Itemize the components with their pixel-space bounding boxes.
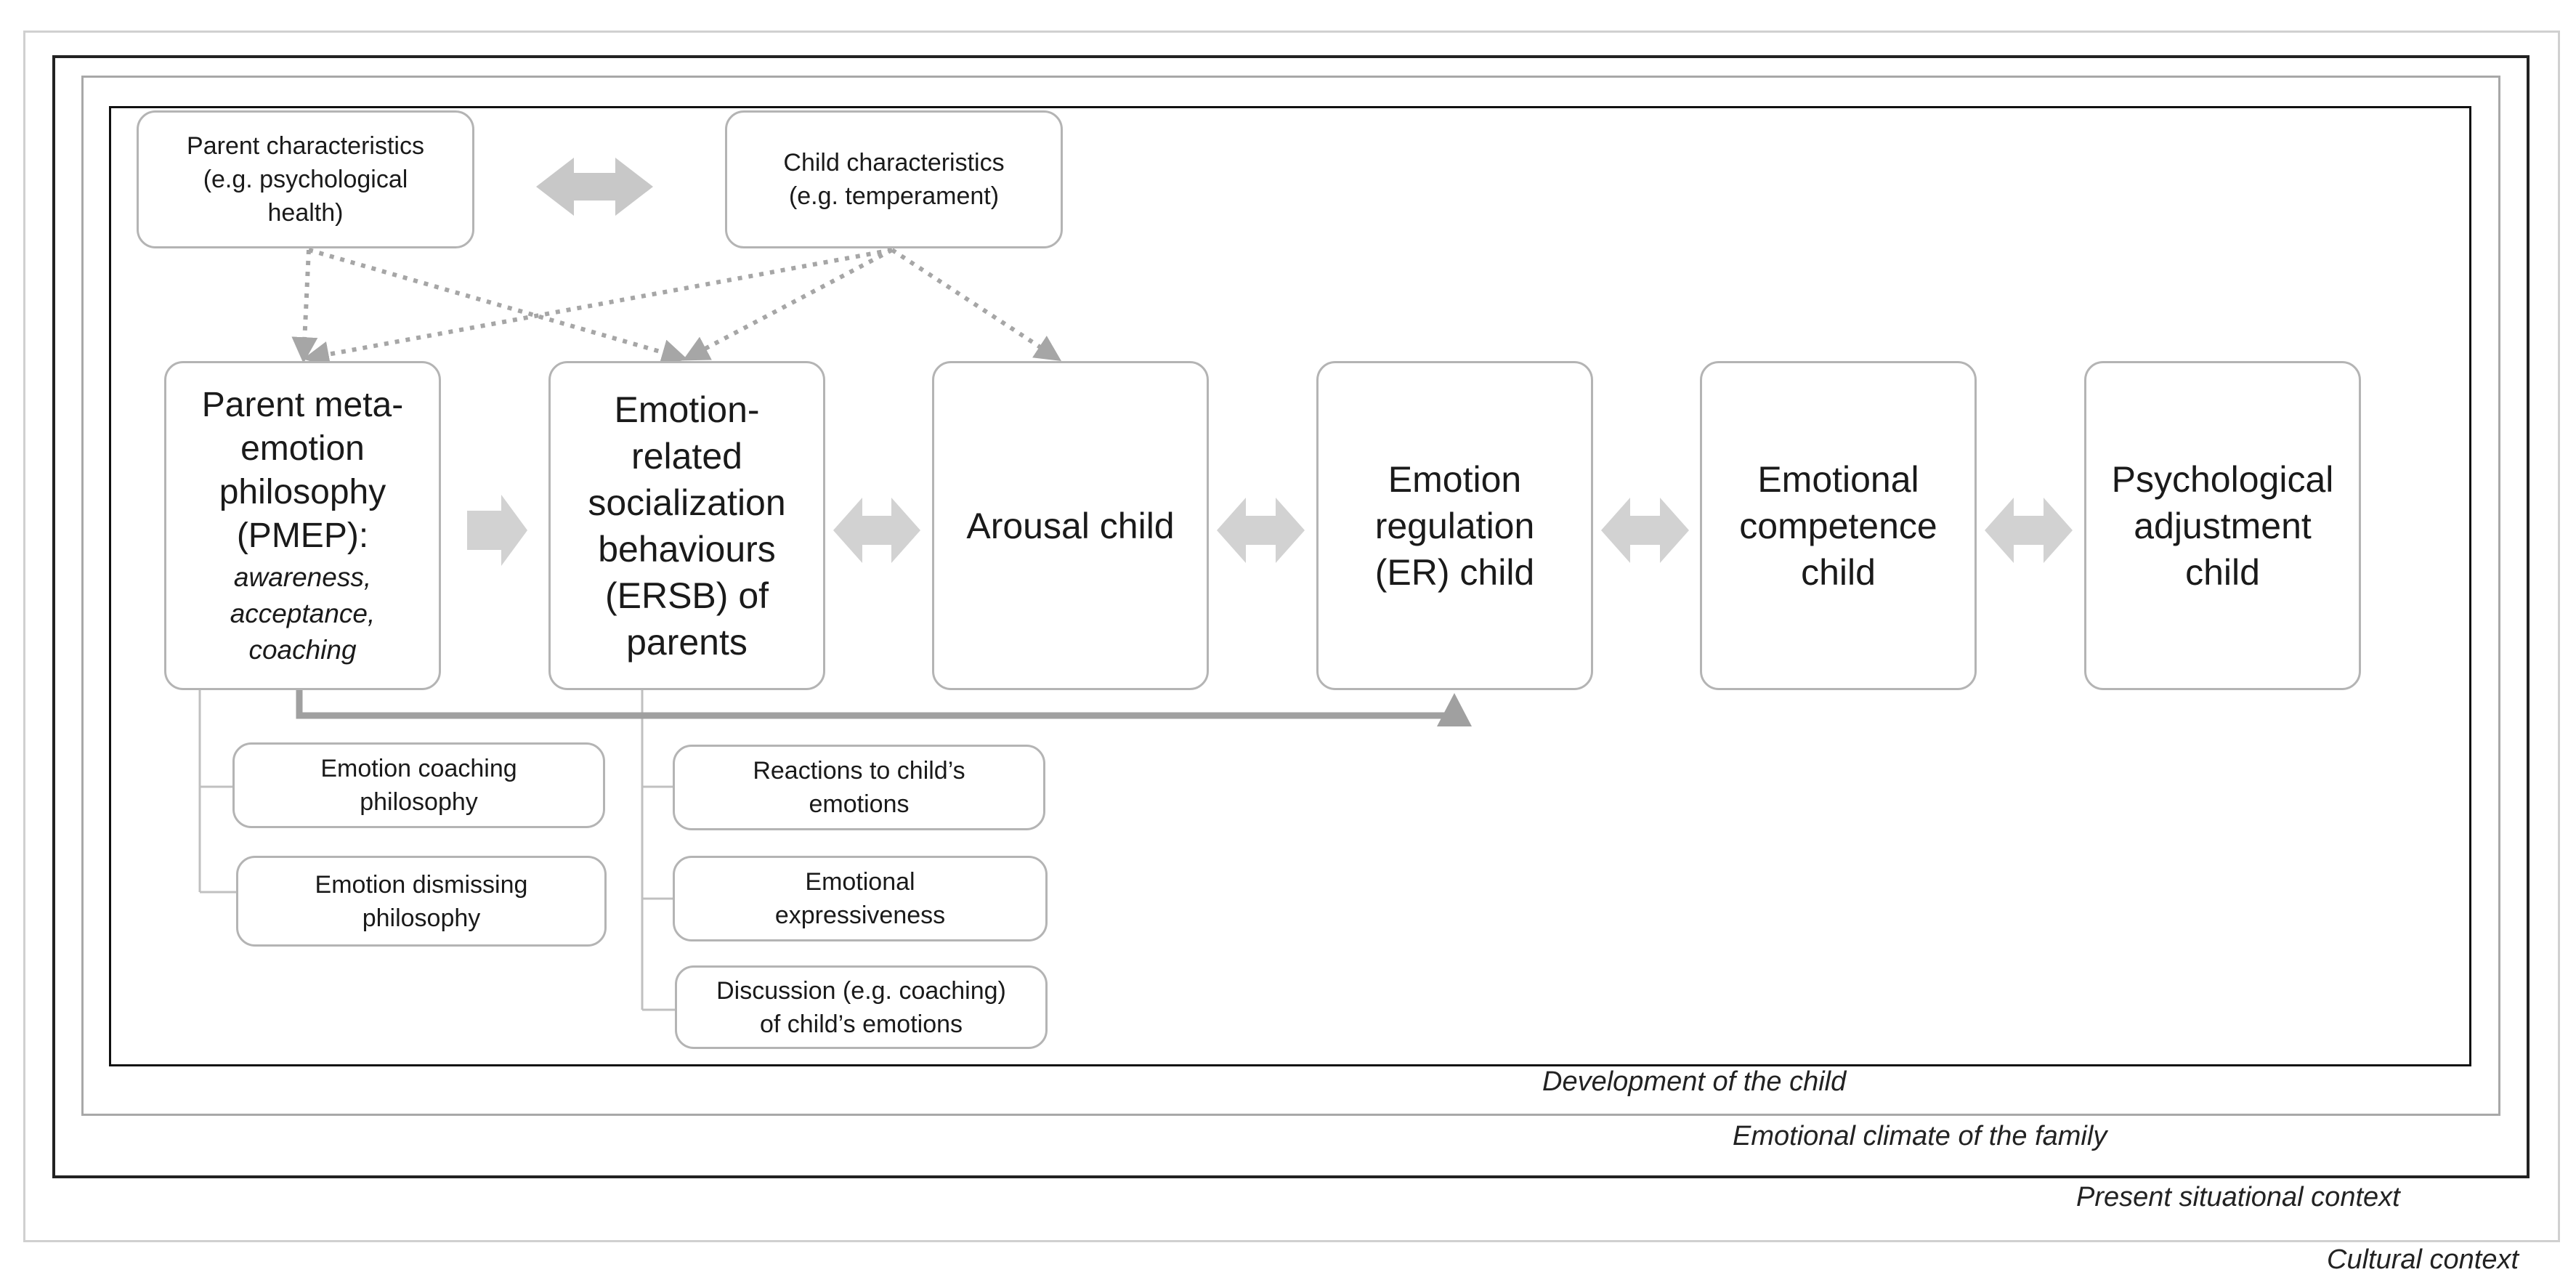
dotted-arrow-parent-to-ersb xyxy=(308,248,688,365)
ersb-line2: related xyxy=(631,435,742,477)
double-arrow-er-ec xyxy=(1601,498,1689,563)
arousal-line1: Arousal child xyxy=(966,505,1175,546)
emotional-competence-box: Emotional competence child xyxy=(1700,361,1977,690)
parent-characteristics-box: Parent characteristics (e.g. psychologic… xyxy=(137,110,474,248)
dotted-arrow-child-to-ersb xyxy=(682,248,894,361)
ersb-line6: parents xyxy=(626,621,748,663)
pmep-line3: philosophy xyxy=(219,472,386,511)
family-climate-frame xyxy=(81,76,2500,1116)
ec-line1: Emotional xyxy=(1757,458,1919,500)
family-context-label: Emotional climate of the family xyxy=(1733,1121,2107,1151)
cultural-context-frame xyxy=(23,31,2560,1242)
er-line3: (ER) child xyxy=(1374,551,1535,593)
pmep-tree-lines xyxy=(198,690,236,894)
expressiveness-line1: Emotional xyxy=(805,868,915,896)
pmep-line1: Parent meta- xyxy=(201,385,404,424)
pmep-sub-awareness: awareness, xyxy=(233,562,372,592)
coaching-philosophy-box: Emotion coaching philosophy xyxy=(232,742,605,828)
dismissing-philosophy-box: Emotion dismissing philosophy xyxy=(236,856,607,947)
psy-line1: Psychological xyxy=(2111,458,2334,500)
situational-context-frame xyxy=(52,55,2530,1178)
double-arrow-ec-psy xyxy=(1985,498,2073,563)
er-line2: regulation xyxy=(1374,505,1535,546)
ersb-line4: behaviours xyxy=(598,528,776,570)
psychological-adjustment-box: Psychological adjustment child xyxy=(2084,361,2361,690)
dismissing-philosophy-line2: philosophy xyxy=(362,904,481,932)
cultural-context-label: Cultural context xyxy=(2327,1244,2519,1275)
ersb-line3: socialization xyxy=(588,482,786,523)
ec-line2: competence xyxy=(1739,505,1937,546)
reactions-box: Reactions to child’s emotions xyxy=(673,745,1045,830)
dotted-influence-arrows xyxy=(291,248,1062,368)
ersb-line5: (ERSB) of xyxy=(604,575,769,616)
reactions-line1: Reactions to child’s xyxy=(753,757,965,785)
discussion-line1: Discussion (e.g. coaching) xyxy=(716,976,1006,1005)
child-characteristics-line2: (e.g. temperament) xyxy=(788,182,1000,210)
emotion-regulation-box: Emotion regulation (ER) child xyxy=(1316,361,1593,690)
parent-characteristics-line3: health) xyxy=(267,199,344,227)
development-context-label: Development of the child xyxy=(1542,1066,1847,1097)
discussion-box: Discussion (e.g. coaching) of child’s em… xyxy=(675,965,1048,1049)
reactions-line2: emotions xyxy=(809,790,910,818)
ersb-line1: Emotion- xyxy=(614,389,760,430)
ersb-tree-lines xyxy=(641,690,675,1011)
psy-line3: child xyxy=(2185,551,2260,593)
connector-pmep-to-er xyxy=(296,690,1472,726)
coaching-philosophy-line2: philosophy xyxy=(360,788,478,816)
situational-context-label: Present situational context xyxy=(2076,1182,2400,1212)
er-line1: Emotion xyxy=(1388,458,1522,500)
pmep-line2: emotion xyxy=(240,429,365,468)
double-arrow-arousal-er xyxy=(1217,498,1305,563)
parent-characteristics-line1: Parent characteristics xyxy=(187,132,424,160)
dotted-arrow-child-to-arousal xyxy=(891,248,1062,361)
pmep-sub-acceptance: acceptance, xyxy=(230,598,376,628)
pmep-line4: (PMEP): xyxy=(236,516,369,555)
child-characteristics-line1: Child characteristics xyxy=(783,149,1005,177)
pmep-box: Parent meta- emotion philosophy (PMEP): … xyxy=(164,361,441,690)
arrow-pmep-to-ersb xyxy=(467,495,527,566)
child-development-frame xyxy=(109,106,2471,1066)
discussion-line2: of child’s emotions xyxy=(759,1010,963,1038)
child-characteristics-box: Child characteristics (e.g. temperament) xyxy=(725,110,1063,248)
arousal-child-box: Arousal child xyxy=(932,361,1209,690)
dotted-arrow-parent-to-pmep xyxy=(291,249,318,364)
dismissing-philosophy-line1: Emotion dismissing xyxy=(315,870,528,899)
coaching-philosophy-line1: Emotion coaching xyxy=(320,755,517,782)
ersb-box: Emotion- related socialization behaviour… xyxy=(548,361,825,690)
expressiveness-box: Emotional expressiveness xyxy=(673,856,1048,941)
double-arrow-ersb-arousal xyxy=(833,498,920,563)
characteristics-double-arrow xyxy=(536,158,653,216)
ec-line3: child xyxy=(1801,551,1876,593)
expressiveness-line2: expressiveness xyxy=(774,902,946,929)
dotted-arrow-child-to-pmep xyxy=(302,248,893,368)
psy-line2: adjustment xyxy=(2134,505,2312,546)
pmep-sub-coaching: coaching xyxy=(248,634,357,665)
parent-characteristics-line2: (e.g. psychological xyxy=(203,166,408,193)
